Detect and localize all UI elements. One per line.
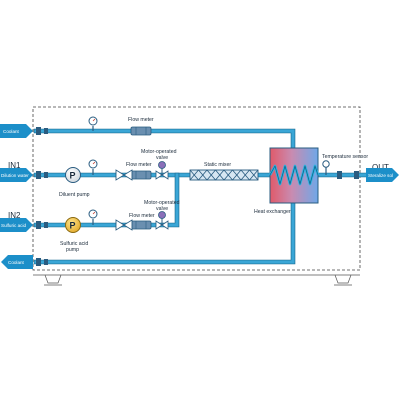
flow-meter-mid-label: Flow meter — [126, 162, 152, 168]
heat-exchanger-label: Heat exchanger — [254, 209, 291, 215]
flow-meter-bottom-icon — [130, 220, 152, 230]
sulfuric-pump-label-1: Sulfuric acid — [60, 241, 88, 247]
control-valve-icon — [115, 219, 133, 231]
sulfuric-pump-label-2: pump — [66, 247, 79, 253]
dilution-water-arrow: Dilution water — [0, 168, 33, 182]
coolant-out-arrow: Coolant — [1, 255, 33, 269]
pressure-gauge-icon — [88, 159, 98, 175]
sulfuric-pump-letter: P — [70, 221, 76, 231]
diluent-pump-letter: P — [70, 171, 76, 181]
static-mixer-label: Static mixer — [204, 162, 231, 168]
coolant-out-label: Coolant — [8, 260, 25, 265]
static-mixer-icon — [189, 169, 259, 181]
heat-exchanger-icon — [268, 147, 320, 204]
out-label: OUT — [372, 163, 389, 172]
motor-valve-bottom-label-1: Motor-operated — [144, 200, 180, 206]
diluent-pump-icon: P — [65, 167, 81, 183]
in2-label: IN2 — [8, 211, 21, 220]
pressure-gauge-icon — [88, 209, 98, 225]
sterilize-solution-label: Steralize sol — [368, 173, 393, 178]
motor-valve-mid-label-1: Motor-operated — [141, 149, 177, 155]
in1-label: IN1 — [8, 161, 21, 170]
pressure-gauge-icon — [88, 116, 98, 131]
sulfuric-acid-label: Sulfuric acid — [1, 223, 26, 228]
flow-meter-top-label: Flow meter — [128, 117, 154, 123]
sulfuric-acid-arrow: Sulfuric acid — [0, 218, 33, 232]
control-valve-icon — [115, 169, 133, 181]
flow-meter-bottom-label: Flow meter — [129, 213, 155, 219]
skid-base — [33, 274, 360, 286]
motor-valve-mid-label-2: valve — [156, 155, 168, 161]
sulfuric-acid-pump-icon: P — [65, 217, 81, 233]
coolant-in-arrow: Coolant — [0, 124, 33, 138]
pressure-gauge-icon — [322, 160, 330, 175]
motor-valve-bottom-label-2: valve — [156, 206, 168, 212]
motor-valve-mid-icon — [155, 161, 169, 180]
inlet-fittings — [36, 127, 359, 266]
flow-meter-top-icon — [130, 126, 152, 136]
temperature-sensor-label: Temperature sensor — [322, 154, 368, 160]
sterilize-solution-arrow: Steralize sol — [366, 168, 399, 182]
diluent-pump-label: Diluent pump — [59, 192, 90, 198]
dilution-water-label: Dilution water — [1, 173, 29, 178]
motor-valve-bottom-icon — [155, 211, 169, 230]
flow-meter-mid-icon — [130, 170, 152, 180]
coolant-in-label: Coolant — [3, 129, 20, 134]
